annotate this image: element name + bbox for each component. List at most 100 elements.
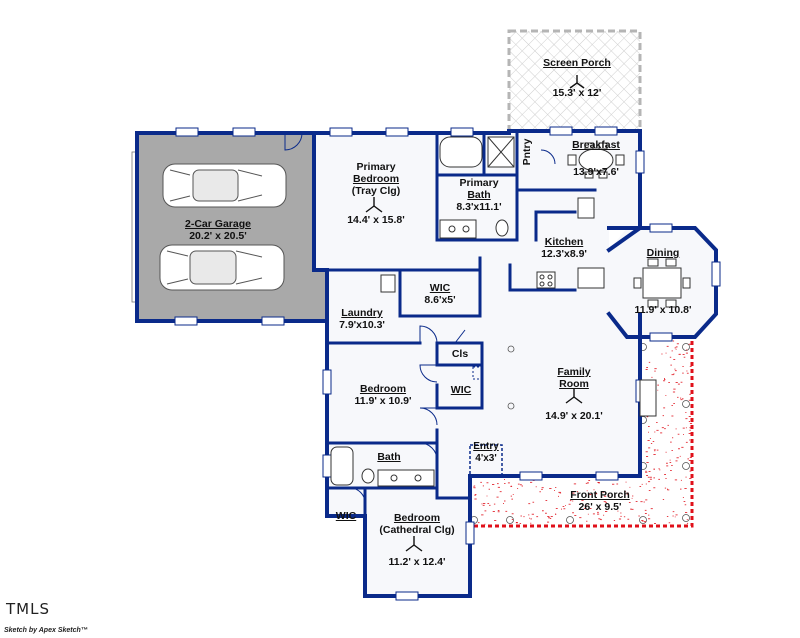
- porch-speckle: [549, 488, 552, 489]
- porch-speckle: [675, 346, 678, 348]
- porch-speckle: [605, 511, 608, 512]
- porch-speckle: [662, 499, 665, 500]
- porch-speckle: [598, 518, 600, 520]
- porch-speckle: [572, 492, 575, 494]
- porch-speckle: [547, 521, 550, 523]
- porch-speckle: [674, 479, 678, 481]
- porch-speckle: [683, 356, 686, 358]
- porch-speckle: [654, 368, 657, 370]
- family-room-label: Family Room 14.9' x 20.1': [532, 366, 616, 422]
- sketch-credit: Sketch by Apex Sketch™: [4, 627, 88, 634]
- room-name: WIC: [429, 282, 451, 294]
- porch-speckle: [603, 501, 606, 503]
- porch-speckle: [473, 485, 476, 487]
- room-name: Entry: [473, 441, 499, 452]
- porch-speckle: [541, 487, 544, 489]
- porch-speckle: [669, 459, 671, 461]
- porch-speckle: [492, 484, 495, 485]
- porch-speckle: [620, 512, 622, 514]
- room-name: Screen Porch: [543, 57, 611, 69]
- porch-speckle: [541, 488, 543, 490]
- porch-speckle: [654, 370, 656, 372]
- porch-speckle: [648, 361, 651, 363]
- light-fixtures: [507, 345, 515, 410]
- porch-speckle: [667, 489, 670, 491]
- porch-speckle: [672, 511, 675, 513]
- porch-speckle: [673, 388, 676, 390]
- porch-speckle: [620, 515, 622, 517]
- porch-speckle: [647, 440, 650, 441]
- screen-porch: [507, 29, 642, 134]
- porch-speckle: [674, 516, 676, 518]
- porch-speckle: [535, 486, 537, 488]
- room-dims: 11.9' x 10.8': [634, 304, 692, 316]
- room-name-line2: Room: [559, 378, 589, 390]
- porch-speckle: [473, 487, 476, 489]
- porch-speckle: [688, 399, 692, 401]
- porch-speckle: [530, 518, 532, 520]
- porch-speckle: [666, 345, 669, 347]
- porch-speckle: [569, 500, 572, 502]
- porch-speckle: [545, 500, 548, 501]
- porch-speckle: [542, 510, 544, 512]
- porch-speckle: [683, 501, 686, 502]
- porch-speckle: [672, 437, 674, 439]
- porch-speckle: [548, 517, 551, 519]
- porch-speckle: [631, 497, 633, 499]
- porch-speckle: [489, 504, 491, 506]
- porch-speckle: [679, 455, 681, 457]
- porch-speckle: [599, 518, 602, 520]
- porch-speckle: [680, 397, 682, 399]
- porch-speckle: [657, 389, 659, 391]
- porch-speckle: [641, 520, 644, 521]
- room-name-line2: Bedroom: [352, 173, 400, 185]
- doors: [284, 132, 556, 504]
- porch-speckle: [497, 511, 500, 513]
- porch-speckle: [641, 483, 643, 485]
- porch-speckle: [630, 508, 632, 510]
- porch-speckle: [672, 391, 676, 393]
- porch-speckle: [497, 510, 500, 511]
- porch-speckle: [587, 482, 589, 484]
- closet-label: Cls: [446, 348, 474, 360]
- laundry-label: Laundry 7.9'x10.3': [331, 307, 393, 331]
- porch-speckle: [678, 353, 681, 355]
- porch-speckle: [632, 495, 634, 497]
- porch-speckle: [488, 488, 490, 490]
- bedroom2-wic-label: WIC: [446, 384, 476, 396]
- room-name: Breakfast: [572, 139, 620, 151]
- porch-speckle: [661, 353, 663, 355]
- ceiling-fan-icon: [565, 388, 583, 404]
- porch-speckle: [677, 433, 680, 435]
- porch-speckle: [549, 518, 552, 519]
- porch-speckle: [640, 501, 643, 503]
- porch-speckle: [515, 522, 518, 524]
- porch-speckle: [676, 457, 679, 459]
- porch-speckle: [646, 475, 648, 476]
- porch-speckle: [682, 427, 685, 429]
- refrigerator-icon: [577, 267, 605, 289]
- ceiling-fan-icon: [569, 75, 585, 89]
- porch-speckle: [689, 478, 692, 479]
- porch-speckle: [643, 501, 645, 503]
- porch-speckle: [674, 370, 677, 372]
- porch-speckle: [686, 349, 688, 351]
- porch-speckle: [589, 508, 592, 509]
- porch-speckle: [672, 515, 674, 517]
- bathtub-icon: [439, 136, 483, 168]
- porch-speckle: [492, 511, 495, 512]
- porch-speckle: [588, 480, 591, 481]
- porch-speckle: [574, 515, 577, 516]
- primary-bath-label: Primary Bath 8.3'x11.1': [445, 177, 513, 213]
- porch-speckle: [558, 495, 559, 497]
- porch-speckle: [689, 427, 692, 429]
- porch-speckle: [486, 482, 489, 484]
- room-dims: 4'x3': [475, 453, 497, 464]
- porch-speckle: [642, 520, 644, 522]
- porch-speckle: [689, 457, 692, 458]
- porch-speckle: [664, 379, 666, 380]
- porch-speckle: [545, 512, 547, 514]
- porch-speckle: [638, 515, 640, 517]
- porch-speckle: [673, 403, 675, 404]
- porch-speckle: [586, 490, 588, 492]
